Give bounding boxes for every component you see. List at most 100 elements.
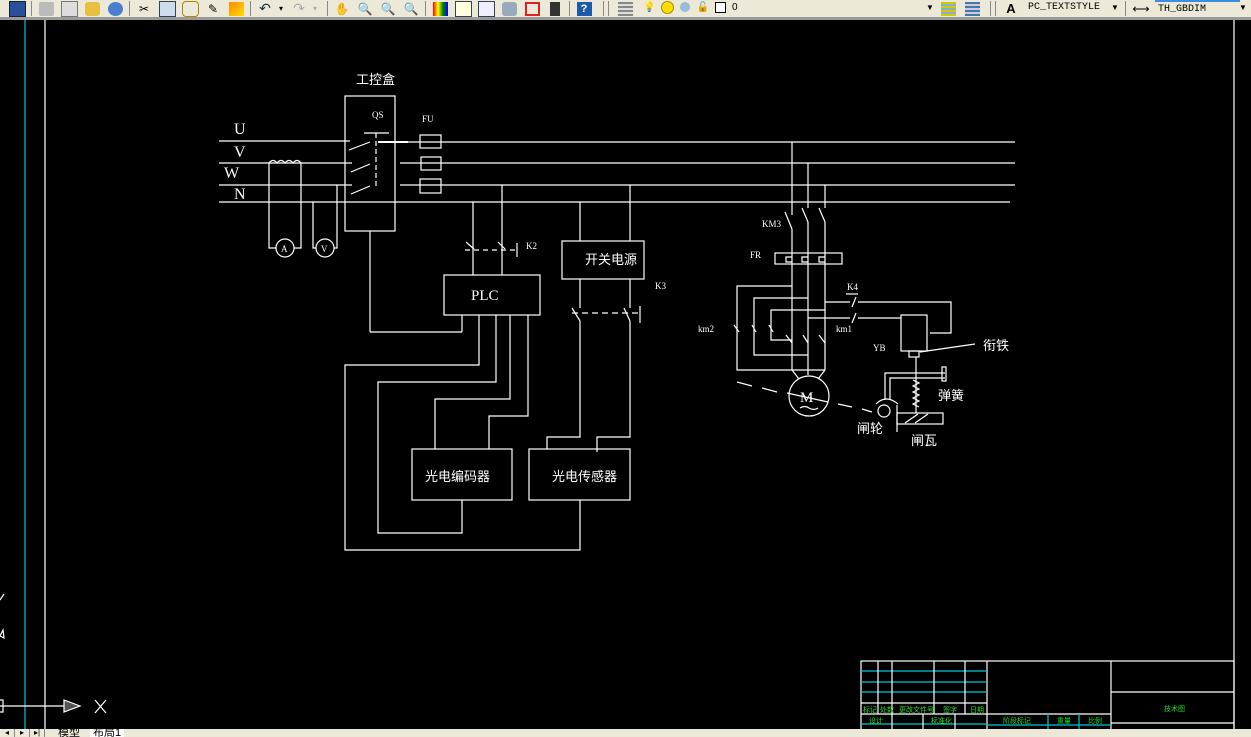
paste-button[interactable] — [181, 0, 199, 17]
zoom-realtime-button[interactable]: 🔍 — [356, 0, 374, 17]
k4-label: K4 — [847, 282, 858, 292]
tb-label-scale: 比例 — [1088, 716, 1102, 725]
motor-ac-symbol — [799, 405, 819, 411]
layer-previous-icon — [964, 1, 980, 16]
layer-manager-icon — [617, 1, 633, 16]
k3-to-sensor — [546, 321, 631, 452]
zoom-previous-button[interactable]: 🔍 — [402, 0, 420, 17]
properties-button[interactable] — [431, 0, 449, 17]
km2-label: km2 — [698, 324, 714, 334]
tb-label-sign: 签字 — [943, 705, 957, 714]
print-button[interactable] — [37, 0, 55, 17]
copy-button[interactable] — [158, 0, 176, 17]
cut-button[interactable]: ✂ — [135, 0, 153, 17]
web-button[interactable] — [106, 0, 124, 17]
zoom-window-icon: 🔍 — [380, 1, 396, 16]
voltmeter-symbol — [315, 238, 335, 258]
print-preview-button[interactable] — [60, 0, 78, 17]
encoder-label: 光电编码器 — [425, 469, 490, 484]
km3-label: KM3 — [762, 219, 782, 229]
dim-style-dropdown[interactable]: ▼ — [1238, 0, 1248, 16]
brake-shoe — [896, 412, 944, 425]
match-properties-button[interactable]: ✎ — [204, 0, 222, 17]
tab-first-button[interactable]: ◂ — [0, 729, 15, 737]
wire-plc-sensor-loop — [344, 315, 581, 551]
freeze-icon — [680, 2, 691, 13]
brake-shoe-label: 闸瓦 — [911, 433, 937, 448]
markup-button[interactable] — [523, 0, 541, 17]
layer-dropdown[interactable]: ▼ — [925, 0, 935, 16]
calculator-button[interactable] — [546, 0, 564, 17]
cut-icon: ✂ — [138, 1, 150, 16]
text-style-dropdown[interactable]: ▼ — [1110, 0, 1120, 16]
dim-style-icon: ⟷ — [1132, 1, 1150, 16]
bus-lines — [219, 140, 1015, 203]
layer-manager-button[interactable] — [615, 0, 635, 17]
sensor-label: 光电传感器 — [552, 469, 617, 484]
tab-last-button[interactable]: ▸| — [30, 729, 45, 737]
chevron-down-icon: ▾ — [278, 4, 283, 13]
layer-combo[interactable]: 💡 🔓 0 — [640, 0, 935, 16]
standard-toolbar: ✂ ✎ ↶ ▾ ↷ ▾ ✋ 🔍 🔍 🔍 ? 💡 🔓 0 ▼ A PC_TEXTS… — [0, 0, 1251, 20]
encoder-box — [411, 448, 513, 501]
first-icon: ◂ — [4, 729, 9, 737]
text-style-combo[interactable]: PC_TEXTSTYLE — [1025, 0, 1115, 16]
design-center-button[interactable] — [454, 0, 472, 17]
dim-style-combo[interactable]: TH_GBDIM — [1155, 0, 1240, 16]
fuse-v — [420, 156, 442, 171]
armature-leader — [919, 343, 976, 353]
sun-icon — [661, 0, 675, 14]
bulb-icon: 💡 — [643, 3, 656, 14]
text-style-value: PC_TEXTSTYLE — [1028, 2, 1101, 13]
match-properties-icon: ✎ — [207, 1, 219, 16]
wire-plc-encoder-2 — [488, 315, 529, 449]
pan-button[interactable]: ✋ — [333, 0, 351, 17]
lock-icon: 🔓 — [696, 3, 709, 14]
drawing-canvas[interactable]: X 工控盒 U V W N A V QS FU K2 PLC — [0, 20, 1251, 730]
undo-dropdown[interactable]: ▾ — [276, 0, 286, 17]
save-button[interactable] — [8, 0, 26, 17]
block-editor-button[interactable] — [227, 0, 245, 17]
k4-branch — [825, 296, 952, 334]
km1-label: km1 — [836, 324, 852, 334]
tab-layout1[interactable]: 布局1 — [90, 729, 125, 737]
help-button[interactable]: ? — [575, 0, 593, 17]
calculator-icon — [550, 1, 560, 16]
zoom-previous-icon: 🔍 — [403, 1, 419, 16]
brake-shoe-hatch — [904, 413, 929, 424]
dim-style-button[interactable]: ⟷ — [1130, 0, 1152, 17]
redo-button[interactable]: ↷ — [290, 0, 308, 17]
print-icon — [38, 1, 54, 16]
text-style-button[interactable]: A — [1000, 0, 1022, 17]
tab-model[interactable]: 模型 — [55, 729, 83, 737]
tab-prev-button[interactable]: ▸ — [15, 729, 30, 737]
sheet-set-button[interactable] — [500, 0, 518, 17]
spring-symbol — [911, 379, 921, 408]
layer-previous-button[interactable] — [962, 0, 982, 17]
make-current-layer-button[interactable] — [938, 0, 958, 17]
brake-wheel — [877, 404, 891, 418]
text-style-icon: A — [1006, 1, 1016, 16]
publish-button[interactable] — [83, 0, 101, 17]
armature-label: 衔铁 — [983, 338, 1009, 353]
ucs-icon — [0, 593, 107, 714]
zoom-window-button[interactable]: 🔍 — [379, 0, 397, 17]
control-box-title: 工控盒 — [356, 72, 395, 87]
k3-lines — [579, 279, 631, 308]
properties-icon — [432, 1, 448, 16]
schematic-drawing: X 工控盒 U V W N A V QS FU K2 PLC — [0, 20, 1235, 730]
tool-palettes-icon — [477, 0, 495, 17]
web-icon — [107, 1, 123, 16]
brake-wheel-arc — [875, 398, 899, 405]
tb-drawing-name: 技术图 — [1164, 704, 1185, 713]
redo-dropdown[interactable]: ▾ — [310, 0, 320, 17]
make-layer-current-icon — [940, 1, 956, 16]
tb-label-change-doc: 更改文件号 — [899, 705, 934, 714]
tool-palettes-button[interactable] — [477, 0, 495, 17]
motor-label: M — [800, 390, 813, 406]
power-supply-box — [561, 240, 645, 280]
toolbar-separator — [995, 1, 996, 16]
power-supply-label: 开关电源 — [585, 252, 637, 267]
tb-label-mark: 标记 — [863, 705, 877, 714]
undo-button[interactable]: ↶ — [256, 0, 274, 17]
